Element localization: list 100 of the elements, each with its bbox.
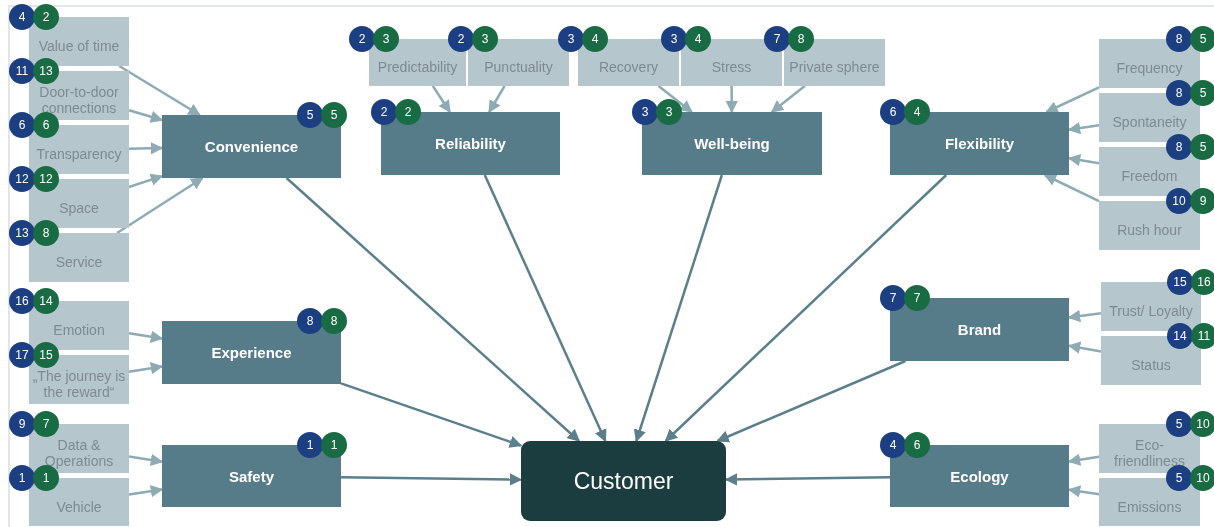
arrow <box>128 109 164 123</box>
node-label: Punctuality <box>484 60 553 76</box>
rank-badge: 4 <box>9 4 35 30</box>
rank-badge: 12 <box>9 166 35 192</box>
rank-badge: 4 <box>685 26 711 52</box>
node-label: Reliability <box>435 135 506 152</box>
rank-badge: 10 <box>1190 411 1214 437</box>
rank-badge: 5 <box>1190 26 1214 52</box>
rank-badge: 4 <box>582 26 608 52</box>
rank-badge: 3 <box>656 99 682 125</box>
node-label: Flexibility <box>944 135 1015 152</box>
node-label: Predictability <box>377 60 458 76</box>
node-label: Status <box>1131 358 1171 374</box>
customer-box <box>521 441 726 521</box>
rank-badge: 1 <box>321 432 347 458</box>
arrow <box>664 174 948 442</box>
arrow <box>285 177 580 442</box>
node-label: Service <box>55 255 103 271</box>
rank-badge: 5 <box>297 102 323 128</box>
node-label: Emotion <box>53 323 105 339</box>
rank-badge: 1 <box>9 465 35 491</box>
rank-badge: 15 <box>1167 269 1193 295</box>
arrow <box>770 85 806 113</box>
node-label: Vehicle <box>56 499 102 516</box>
rank-badge: 10 <box>1166 188 1192 214</box>
node-label: Spontaneity <box>1112 115 1187 131</box>
rank-badge: 5 <box>1166 411 1192 437</box>
node-label: Stress <box>711 60 752 76</box>
arrow <box>128 485 164 498</box>
rank-badge: 7 <box>33 411 59 437</box>
arrow <box>128 142 164 155</box>
arrow <box>128 173 164 189</box>
arrow <box>633 174 724 443</box>
rank-badge: 8 <box>297 308 323 334</box>
rank-badge: 8 <box>1166 80 1192 106</box>
rank-badge: 2 <box>395 99 421 125</box>
rank-badge: 2 <box>448 26 474 52</box>
rank-badge: 13 <box>9 220 35 246</box>
rank-badge: 14 <box>33 288 59 314</box>
rank-badge: 6 <box>9 112 35 138</box>
rank-badge: 8 <box>788 26 814 52</box>
node-label: Ecology <box>950 467 1009 485</box>
rank-badge: 3 <box>558 26 584 52</box>
node-label: Trust/ Loyalty <box>1109 304 1193 320</box>
arrow <box>116 176 204 235</box>
arrow <box>1045 86 1100 114</box>
node-label: Rush hour <box>1117 223 1182 239</box>
rank-badge: 3 <box>632 99 658 125</box>
rank-badge: 10 <box>1190 465 1214 491</box>
arrow <box>488 85 506 114</box>
node-label: Frequency <box>1116 61 1183 77</box>
node-label: Emissions <box>1117 499 1182 516</box>
rank-badge: 4 <box>880 432 906 458</box>
node-label: Private sphere <box>789 60 880 76</box>
rank-badge: 3 <box>472 26 498 52</box>
rank-badge: 16 <box>1191 269 1214 295</box>
node-label: Well-being <box>694 135 770 152</box>
arrow <box>341 473 523 486</box>
arrow <box>118 64 201 117</box>
node-label: Customer <box>573 467 674 495</box>
arrow <box>483 174 607 443</box>
node-label: Transparency <box>36 147 122 163</box>
rank-badge: 3 <box>661 26 687 52</box>
rank-badge: 16 <box>9 288 35 314</box>
rank-badge: 9 <box>1190 188 1214 214</box>
node-label: Value of time <box>38 39 120 55</box>
rank-badge: 1 <box>297 432 323 458</box>
rank-badge: 7 <box>880 285 906 311</box>
rank-badge: 3 <box>373 26 399 52</box>
node-label: Experience <box>211 344 292 361</box>
node-label: Safety <box>229 467 274 485</box>
rank-badge: 6 <box>33 112 59 138</box>
rank-badge: 5 <box>1190 80 1214 106</box>
rank-badge: 11 <box>1191 323 1214 349</box>
arrow <box>128 362 164 375</box>
node-label: Brand <box>957 321 1002 338</box>
rank-badge: 7 <box>764 26 790 52</box>
rank-badge: 5 <box>321 102 347 128</box>
arrow <box>128 330 164 343</box>
rank-badge: 4 <box>904 99 930 125</box>
rank-badge: 12 <box>33 166 59 192</box>
arrow <box>725 86 738 114</box>
rank-badge: 15 <box>33 342 59 368</box>
rank-badge: 2 <box>33 4 59 30</box>
node-label: Recovery <box>598 60 659 76</box>
rank-badge: 8 <box>1166 26 1192 52</box>
rank-badge: 14 <box>1167 323 1193 349</box>
rank-badge: 2 <box>371 99 397 125</box>
rank-badge: 5 <box>1190 134 1214 160</box>
rank-badge: 2 <box>349 26 375 52</box>
rank-badge: 8 <box>321 308 347 334</box>
node-label: Freedom <box>1121 169 1178 185</box>
arrow <box>716 359 906 443</box>
node-label: „The journey is the reward“ <box>32 369 126 401</box>
rank-badge: 7 <box>904 285 930 311</box>
rank-badge: 6 <box>880 99 906 125</box>
arrow <box>431 85 451 114</box>
rank-badge: 13 <box>33 58 59 84</box>
arrow <box>128 453 164 467</box>
rank-badge: 5 <box>1166 465 1192 491</box>
